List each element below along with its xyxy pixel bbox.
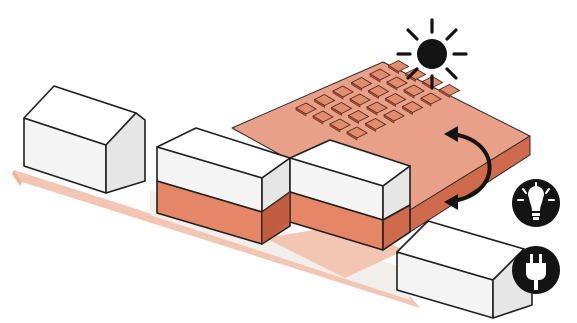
solar-panel-edge [332, 90, 344, 100]
solar-panel-edge [388, 64, 399, 75]
solar-panel-edge [403, 89, 415, 99]
solar-panel-edge [368, 89, 379, 100]
solar-panel-edge [369, 73, 381, 83]
solar-panel-edge [329, 123, 341, 133]
light-bulb-icon [512, 179, 560, 227]
power-plug-icon [512, 246, 560, 294]
sun-icon [396, 18, 468, 90]
solar-panel-edge [402, 105, 413, 116]
solar-panel-edge [366, 106, 378, 116]
right-house [396, 220, 533, 319]
solar-panel-edge [439, 88, 450, 99]
solar-panel-edge [312, 115, 324, 125]
solar-panel-edge [351, 81, 362, 92]
exchange-arrows [444, 126, 492, 210]
solar-panel-edge [365, 122, 376, 133]
u-shaped-building [156, 127, 411, 251]
solar-panel-edge [348, 114, 359, 125]
solar-panel-edge [383, 114, 395, 124]
solar-panel-edge [314, 98, 325, 109]
solar-panel-edge [295, 107, 307, 117]
ground-strip [12, 170, 420, 308]
solar-panel-edge [385, 97, 396, 108]
solar-panel-edge [346, 131, 358, 141]
solar-panel-edge [349, 98, 361, 108]
solar-panel-array [295, 59, 461, 141]
left-house [23, 85, 146, 194]
solar-panel-edge [331, 106, 342, 117]
solar-panel-edge [420, 97, 432, 107]
solar-panel-edge [386, 81, 398, 91]
